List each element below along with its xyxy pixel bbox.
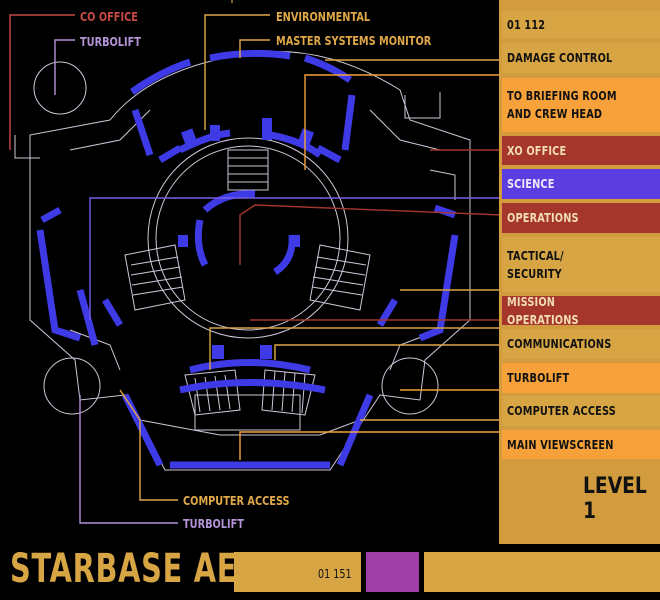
outer-hull — [29, 51, 471, 471]
panel-button-main-viewscreen[interactable]: MAIN VIEWSCREEN — [502, 430, 660, 459]
label-turbolift-bottom: TURBOLIFT — [183, 516, 244, 531]
bottom-bar-gold-left — [234, 552, 361, 592]
panel-button-tactical-security[interactable]: TACTICAL/ SECURITY — [502, 237, 660, 292]
turbolift-right-shaft — [381, 357, 439, 415]
stairs-east — [309, 244, 371, 311]
label-co-office: CO OFFICE — [80, 9, 138, 24]
stairs-north — [227, 149, 269, 191]
center-ring-outer — [155, 145, 341, 331]
panel-button-mission-operations[interactable]: MISSION OPERATIONS — [502, 294, 660, 327]
panel-button-xo-office[interactable]: XO OFFICE — [502, 136, 660, 165]
console-walls — [36, 49, 459, 469]
code-readout-top: 01 112 — [502, 11, 660, 38]
panel-button-computer-access[interactable]: COMPUTER ACCESS — [502, 396, 660, 426]
panel-button-operations[interactable]: OPERATIONS — [502, 203, 660, 233]
panel-button-briefing-room[interactable]: TO BRIEFING ROOM AND CREW HEAD — [502, 78, 660, 132]
panel-button-science[interactable]: SCIENCE — [502, 169, 660, 199]
bottom-bar-magenta[interactable] — [366, 552, 419, 592]
stairs-west — [124, 244, 186, 311]
bottom-bar-gold-right — [424, 552, 660, 592]
level-indicator: LEVEL 1 — [583, 474, 647, 524]
turbolift-top-shaft — [33, 61, 87, 115]
panel-button-communications[interactable]: COMMUNICATIONS — [502, 329, 660, 359]
label-environmental: ENVIRONMENTAL — [276, 9, 371, 24]
panel-button-damage-control[interactable]: DAMAGE CONTROL — [502, 43, 660, 73]
code-readout-bottom: 01 151 — [318, 567, 352, 581]
level-block — [502, 462, 660, 544]
turbolift-left-shaft — [43, 357, 101, 415]
label-computer-access-bottom: COMPUTER ACCESS — [183, 493, 290, 508]
label-master-systems-monitor: MASTER SYSTEMS MONITOR — [276, 33, 432, 48]
panel-button-turbolift[interactable]: TURBOLIFT — [502, 363, 660, 393]
bridge-consoles — [184, 369, 316, 416]
label-turbolift-top: TURBOLIFT — [80, 34, 141, 49]
